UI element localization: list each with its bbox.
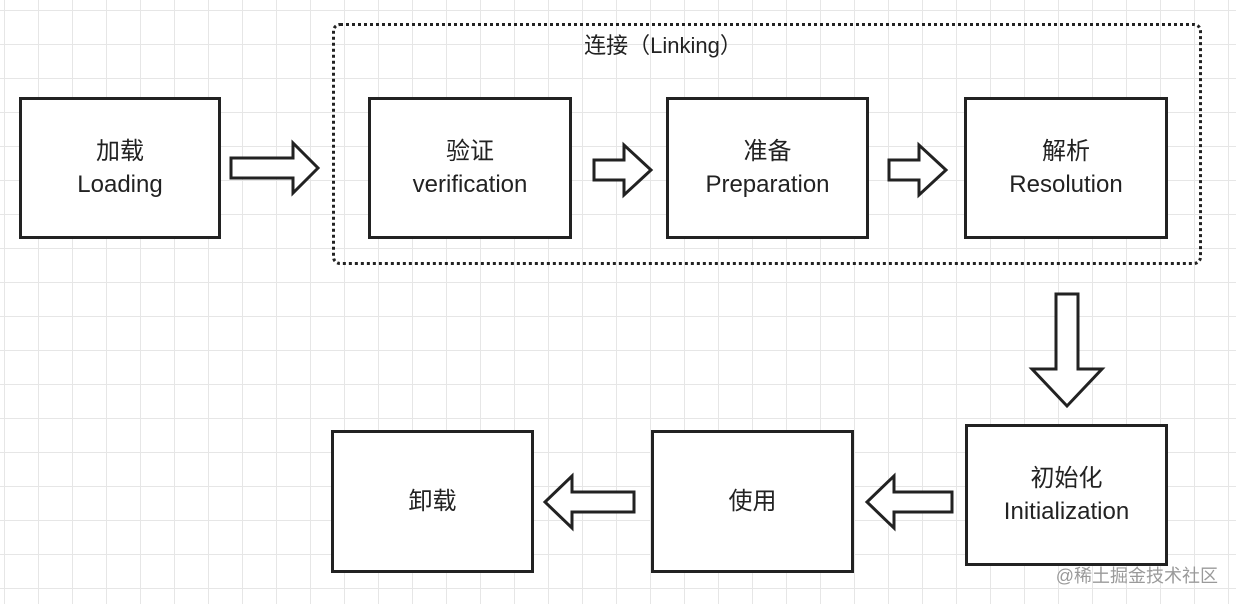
loading-box: 加载 Loading xyxy=(19,97,221,239)
watermark: @稀土掘金技术社区 xyxy=(1055,566,1218,586)
preparation-label-en: Preparation xyxy=(705,171,830,198)
preparation-box: 准备 Preparation xyxy=(666,97,869,239)
arrow-left-icon xyxy=(542,472,636,532)
arrow-left-icon xyxy=(864,472,954,532)
initialization-label-cn: 初始化 xyxy=(1030,465,1103,492)
arrow-down-icon xyxy=(1028,292,1106,409)
arrow-right-icon xyxy=(592,141,654,199)
resolution-label-en: Resolution xyxy=(1009,171,1123,198)
loading-label-cn: 加载 xyxy=(96,138,144,165)
linking-group xyxy=(332,23,1202,265)
using-label-cn: 使用 xyxy=(728,488,777,515)
unloading-label-cn: 卸载 xyxy=(408,488,457,515)
loading-label-en: Loading xyxy=(77,171,163,198)
resolution-box: 解析 Resolution xyxy=(964,97,1168,239)
linking-group-title: 连接（Linking） xyxy=(584,33,742,58)
verification-box: 验证 verification xyxy=(368,97,572,239)
unloading-box: 卸载 xyxy=(331,430,534,573)
verification-label-cn: 验证 xyxy=(446,138,494,165)
arrow-right-icon xyxy=(229,139,321,197)
preparation-label-cn: 准备 xyxy=(743,138,792,165)
arrow-right-icon xyxy=(887,141,949,199)
initialization-box: 初始化 Initialization xyxy=(965,424,1168,566)
using-box: 使用 xyxy=(651,430,854,573)
verification-label-en: verification xyxy=(412,171,528,198)
resolution-label-cn: 解析 xyxy=(1042,138,1090,165)
initialization-label-en: Initialization xyxy=(1003,498,1130,525)
